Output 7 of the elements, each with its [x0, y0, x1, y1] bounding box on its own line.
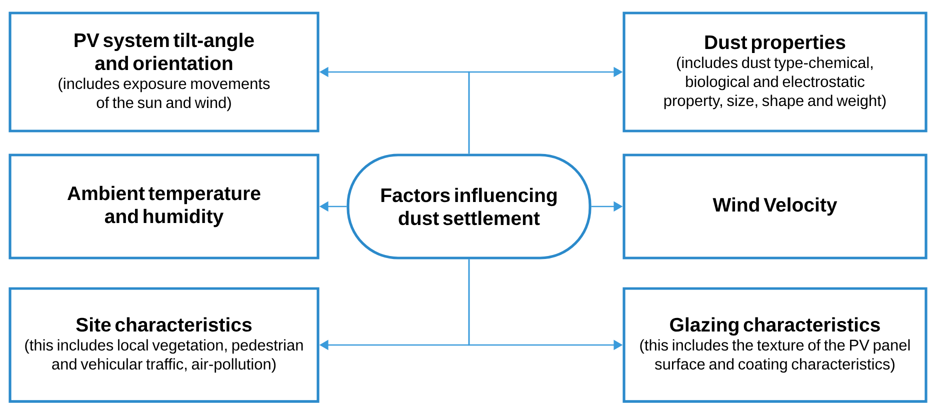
factor-box: PV system tilt-angle and orientation (includes exposure movements of the sun and wind): [8, 12, 320, 132]
factor-box: Wind Velocity: [622, 154, 928, 260]
rounded-node: Factors influencing dust settlement: [346, 154, 592, 260]
factor-box: Dust properties (includes dust type-chemical, biological and electrostatic property, size, shape and weight): [622, 12, 928, 132]
factor-box: Ambient temperature and humidity: [8, 154, 320, 260]
factor-box: Site characteristics (this includes local vegetation, pedestrian and vehicular traffic, air-pollution): [8, 287, 320, 403]
factor-box: Glazing characteristics (this includes the texture of the PV panel surface and coating characteristics): [622, 287, 928, 403]
